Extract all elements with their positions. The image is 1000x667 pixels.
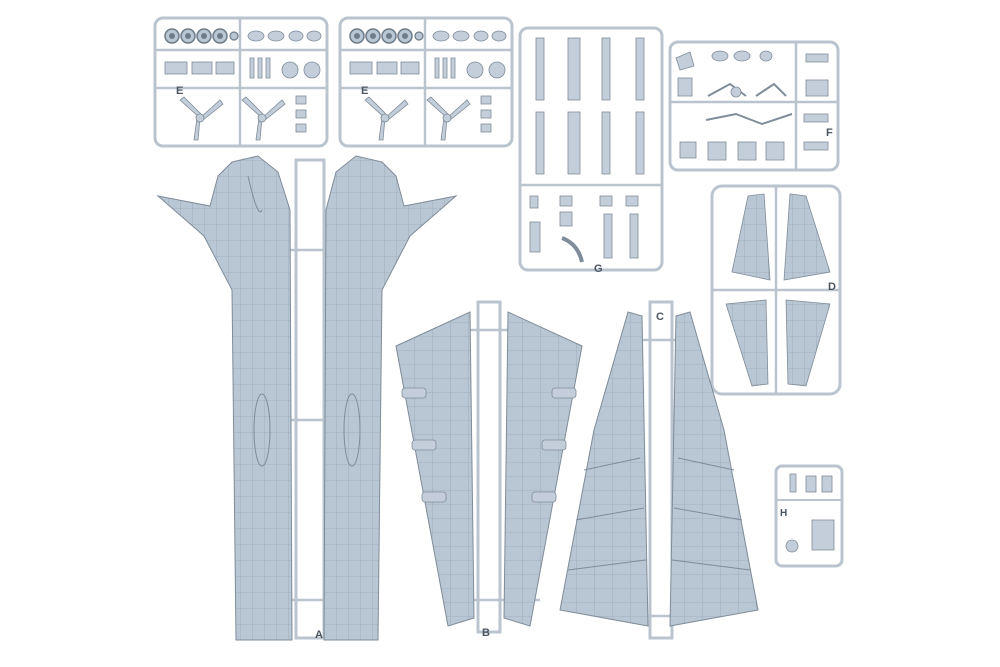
inner-wing-right xyxy=(669,311,759,627)
wheels-group xyxy=(349,28,424,44)
sprue-letter-f: F xyxy=(826,127,833,139)
sprue-letter-h: H xyxy=(780,508,787,519)
sprue-e-right: E xyxy=(338,16,514,148)
sprue-h: H xyxy=(774,464,844,568)
sprue-letter-d: D xyxy=(828,281,836,293)
rudder-part xyxy=(725,299,769,387)
stabilizer-part xyxy=(783,193,831,281)
sprue-b: B xyxy=(395,300,583,639)
rudder-part xyxy=(785,299,831,387)
sprue-d: D xyxy=(710,184,842,396)
outer-wing-left xyxy=(395,311,475,627)
sprue-letter-b: B xyxy=(482,627,490,639)
sprue-letter-e1: E xyxy=(176,85,183,97)
sprue-e-left: E xyxy=(153,16,329,148)
propeller-group xyxy=(364,95,492,141)
propeller-group xyxy=(179,95,307,141)
small-parts-top xyxy=(432,30,507,42)
sprue-g: G xyxy=(518,26,664,275)
engine-parts xyxy=(164,57,321,79)
sprue-letter-e2: E xyxy=(361,85,368,97)
stabilizer-part xyxy=(731,193,771,281)
sprue-letter-a: A xyxy=(315,629,323,641)
sprue-letter-c: C xyxy=(656,311,664,323)
inner-wing-left xyxy=(559,311,649,627)
sprue-f: F xyxy=(668,40,840,172)
fuselage-half-right xyxy=(323,155,458,641)
fuselage-half-left xyxy=(156,155,293,641)
small-parts-top xyxy=(247,30,322,42)
sprue-letter-g: G xyxy=(594,263,603,275)
sprue-c: C xyxy=(559,300,759,640)
wheels-group xyxy=(164,28,239,44)
sprue-a: A xyxy=(156,155,458,641)
engine-parts xyxy=(349,57,506,79)
